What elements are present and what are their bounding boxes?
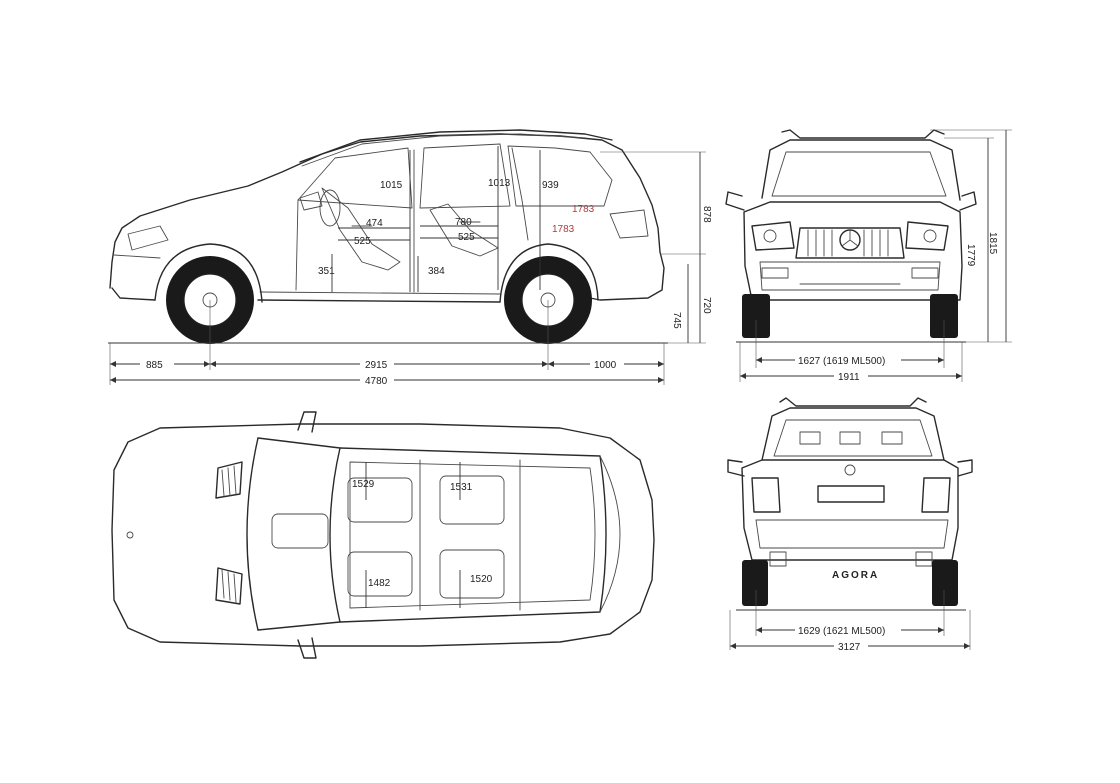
lower-height-outer-label: 720 <box>701 297 712 314</box>
front-shoulder-width-label: 1529 <box>352 479 375 490</box>
rear-row-height-label: 939 <box>542 180 559 191</box>
cargo-height-2-label: 1783 <box>552 224 575 235</box>
front-legroom-a-label: 474 <box>366 218 383 229</box>
rear-overhang-label: 1000 <box>594 360 617 371</box>
front-track-label: 1627 (1619 ML500) <box>798 356 885 367</box>
rear-view: AGORA 1629 (1621 ML500) 3127 <box>727 397 973 653</box>
rear-plate-text: AGORA <box>832 570 879 581</box>
wheelbase-label: 2915 <box>365 360 388 371</box>
front-view: 1815 1779 1627 (1619 ML500) 1911 <box>725 129 1012 383</box>
front-overhang-label: 885 <box>146 360 163 371</box>
rear-legroom-b-label: 525 <box>458 232 475 243</box>
front-height-inner-label: 1779 <box>965 244 976 267</box>
front-seat-height-label: 351 <box>318 266 335 277</box>
rear-hip-width-label: 1520 <box>470 574 493 585</box>
side-view: 1015 1013 939 474 525 780 525 351 384 17… <box>108 129 712 387</box>
rear-track-label: 1629 (1621 ML500) <box>798 626 885 637</box>
rear-width-label: 3127 <box>838 642 861 653</box>
rear-legroom-a-label: 780 <box>455 217 472 228</box>
rear-seat-height-label: 384 <box>428 266 445 277</box>
front-legroom-b-label: 525 <box>354 236 371 247</box>
front-width-label: 1911 <box>838 372 860 383</box>
cargo-height-1-label: 1783 <box>572 204 595 215</box>
overall-length-label: 4780 <box>365 376 388 387</box>
front-headroom-label: 1015 <box>380 180 403 191</box>
upper-height-label: 878 <box>701 206 712 223</box>
front-height-outer-label: 1815 <box>987 232 998 255</box>
top-view: 1529 1531 1482 1520 <box>111 411 655 659</box>
front-hip-width-label: 1482 <box>368 578 391 589</box>
rear-shoulder-width-label: 1531 <box>450 482 473 493</box>
lower-height-inner-label: 745 <box>671 312 682 329</box>
rear-headroom-label: 1013 <box>488 178 511 189</box>
